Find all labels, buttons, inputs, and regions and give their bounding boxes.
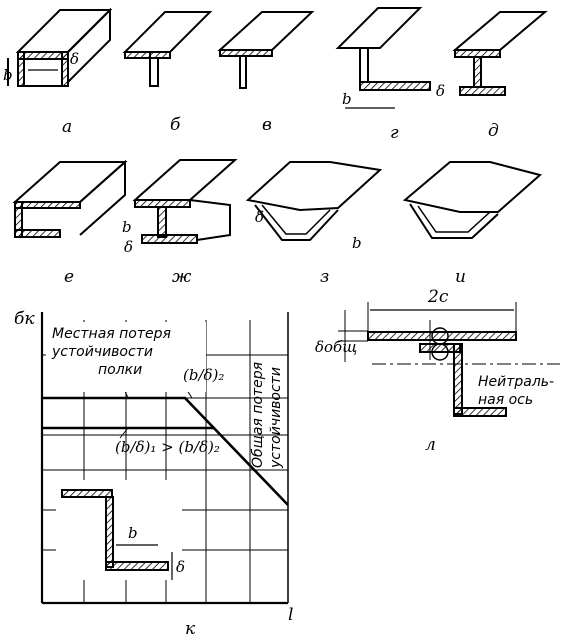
dim-2c: 2c: [427, 287, 449, 307]
neutral-axis-1: Нейтраль-: [478, 374, 554, 390]
dim-delta-a: δ: [70, 50, 79, 68]
dim-delta-z: δ: [255, 208, 264, 226]
label-d: д: [488, 121, 499, 141]
label-z: з: [320, 267, 329, 287]
label-g: г: [390, 123, 399, 143]
dim-delta-g: δ: [436, 82, 445, 100]
profile-a: [7, 7, 113, 87]
label-v: в: [262, 115, 272, 135]
dim-delta-total: δобщ: [315, 338, 357, 356]
chart-y-label: бк: [14, 309, 35, 329]
inset-dim-delta: δ: [176, 558, 185, 576]
profile-i: [402, 161, 543, 239]
local-buckling-2: устойчивости: [51, 344, 153, 360]
profile-v: [217, 11, 315, 89]
dim-b-zh: b: [122, 218, 132, 236]
dim-b-a: b: [3, 66, 13, 84]
general-buckling-2: устойчивости: [268, 367, 284, 469]
curve-ratio-2: [42, 396, 289, 506]
label-e: е: [64, 267, 74, 287]
label-i: и: [455, 267, 466, 287]
profile-g: [335, 7, 431, 109]
inset-z-section: [61, 489, 173, 580]
label-a: а: [62, 117, 72, 137]
profile-b: [122, 11, 213, 87]
general-buckling-1: Общая потеря: [250, 362, 266, 468]
section-l: [338, 302, 560, 417]
profile-d: [452, 11, 548, 96]
ratio-top-label: (b/δ)₂: [183, 366, 224, 384]
dim-delta-zh: δ: [124, 238, 133, 256]
dim-b-z: b: [352, 234, 362, 252]
profile-zh: [132, 159, 238, 244]
dim-b-g: b: [342, 90, 352, 108]
label-b: б: [170, 115, 181, 135]
local-buckling-3: полки: [98, 362, 142, 378]
label-zh: ж: [172, 267, 192, 287]
ratio-bottom-label: (b/δ)₁ > (b/δ)₂: [115, 438, 220, 456]
neutral-axis-2: ная ось: [478, 392, 533, 408]
local-buckling-1: Местная потеря: [52, 326, 171, 342]
profile-z: [245, 161, 383, 241]
label-k: к: [185, 619, 196, 639]
inset-dim-b: b: [128, 524, 138, 542]
profile-e: [12, 159, 128, 238]
chart-x-label: l: [288, 605, 293, 625]
label-l: л: [425, 435, 436, 455]
chart-k: [40, 312, 289, 605]
